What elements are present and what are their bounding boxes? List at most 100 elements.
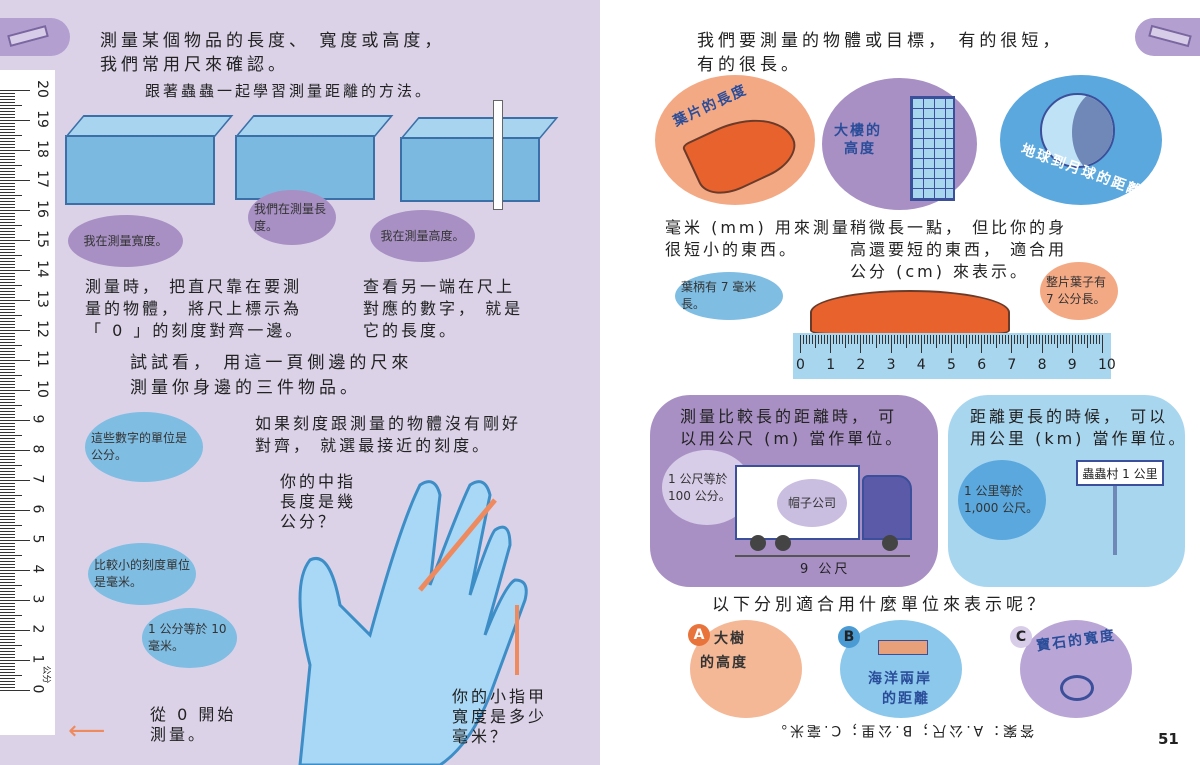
question: 以下分別適合用什麼單位來表示呢？	[712, 595, 1048, 615]
ruler-tick	[0, 228, 15, 229]
ruler-tick	[0, 114, 15, 115]
ruler-tick	[0, 378, 15, 379]
ruler-number: 4	[916, 357, 926, 373]
ruler-tick	[0, 471, 15, 472]
ruler-tick	[0, 384, 15, 385]
ruler-tick	[0, 150, 30, 151]
bubble-width: 我在測量寬度。	[68, 215, 183, 267]
ruler-tick	[863, 335, 865, 344]
step2-line-3: 它的長度。	[363, 321, 459, 340]
ruler-tick	[0, 576, 15, 577]
option-b[interactable]: B 海洋兩岸 的距離	[838, 620, 962, 718]
village-sign: 蟲蟲村 1 公里	[1076, 460, 1164, 486]
ruler-tick	[932, 335, 934, 344]
ruler-tick	[0, 249, 15, 250]
ruler-tick	[960, 335, 962, 344]
ruler-tick	[0, 129, 15, 130]
ruler-tick	[0, 396, 15, 397]
step1-line-2: 量的物體， 將尺上標示為	[85, 299, 303, 318]
box-height	[400, 117, 559, 202]
ruler-tick	[0, 426, 15, 427]
ruler-tick	[0, 195, 22, 196]
ruler-tick	[0, 429, 15, 430]
step2-line-2: 對應的數字， 就是	[363, 299, 524, 318]
ruler-tick	[987, 335, 989, 344]
ruler-tick	[0, 372, 15, 373]
bubble-unit-mm: 比較小的刻度單位是毫米。	[88, 543, 196, 605]
ruler-number: 11	[33, 350, 50, 368]
pinky-2: 寬度是多少	[452, 707, 548, 726]
ruler-tick	[0, 318, 15, 319]
ruler-tick	[1029, 335, 1031, 344]
ruler-tick	[0, 222, 15, 223]
moon-icon	[1040, 93, 1115, 168]
ruler-tick	[0, 588, 15, 589]
ruler-tick	[0, 684, 15, 685]
ruler-tick	[0, 687, 15, 688]
building-circle: 大樓的 高度	[822, 78, 977, 210]
ruler-tick	[0, 558, 15, 559]
ruler-tick	[0, 399, 15, 400]
option-a[interactable]: A 大樹 的高度	[688, 620, 802, 718]
wheel	[882, 535, 898, 551]
ruler-tick	[0, 468, 15, 469]
ruler-tick	[0, 303, 15, 304]
ruler-tick	[975, 335, 977, 344]
ruler-number: 14	[33, 260, 50, 278]
ruler-tick	[887, 335, 889, 344]
ruler-tick	[0, 255, 22, 256]
ruler-tick	[0, 621, 15, 622]
ruler-tick	[0, 519, 15, 520]
ruler-number: 5	[947, 357, 956, 373]
ruler-tick	[0, 672, 15, 673]
ruler-tick	[0, 261, 15, 262]
ruler-tick	[881, 335, 883, 344]
ruler-tick	[0, 573, 15, 574]
ruler-tick	[0, 540, 30, 541]
ruler-tick	[1002, 335, 1004, 344]
ruler-tick	[990, 335, 992, 344]
ruler-tick	[0, 375, 22, 376]
ruler-tick	[0, 501, 15, 502]
middle-finger-2: 長度是幾	[280, 492, 357, 511]
ruler-tick	[0, 408, 15, 409]
ruler-number: 8	[29, 444, 46, 454]
ruler-tick	[0, 636, 15, 637]
ruler-tick	[0, 681, 15, 682]
ruler-tick	[0, 345, 22, 346]
ruler-tick	[878, 335, 880, 344]
ruler-tick	[0, 120, 30, 121]
ruler-tick	[0, 423, 15, 424]
ruler-tick	[0, 171, 15, 172]
intro-line-1: 我們要測量的物體或目標， 有的很短，	[697, 31, 1064, 51]
ruler-tick	[0, 348, 15, 349]
ruler-tick	[0, 651, 15, 652]
ruler-tick	[869, 335, 871, 344]
ruler-tick	[0, 141, 15, 142]
ruler-tick	[926, 335, 928, 344]
box-width	[65, 115, 234, 205]
ruler-tick	[815, 335, 817, 348]
ruler-tick	[0, 138, 15, 139]
km-text-2: 用公里 (km) 當作單位。	[970, 429, 1188, 448]
ruler-tick	[941, 335, 943, 344]
meter-text-2: 以用公尺 (m) 當作單位。	[680, 429, 905, 448]
ruler-number: 18	[33, 140, 50, 158]
ruler-tick	[0, 597, 15, 598]
ruler-tick	[0, 174, 15, 175]
ruler-tick	[0, 186, 15, 187]
ruler-tick	[0, 306, 15, 307]
ruler-number: 12	[33, 320, 50, 338]
ruler-tick	[0, 453, 15, 454]
ruler-tick	[0, 492, 15, 493]
ruler-number: 9	[1067, 357, 1077, 373]
step1-line-3: 「 0 」的刻度對齊一邊。	[85, 321, 305, 340]
option-c[interactable]: C 寶石的寬度	[1010, 620, 1132, 718]
ruler-tick	[0, 189, 15, 190]
ruler-tick	[0, 438, 15, 439]
ruler-tick	[0, 510, 30, 511]
ruler-tick	[0, 480, 30, 481]
